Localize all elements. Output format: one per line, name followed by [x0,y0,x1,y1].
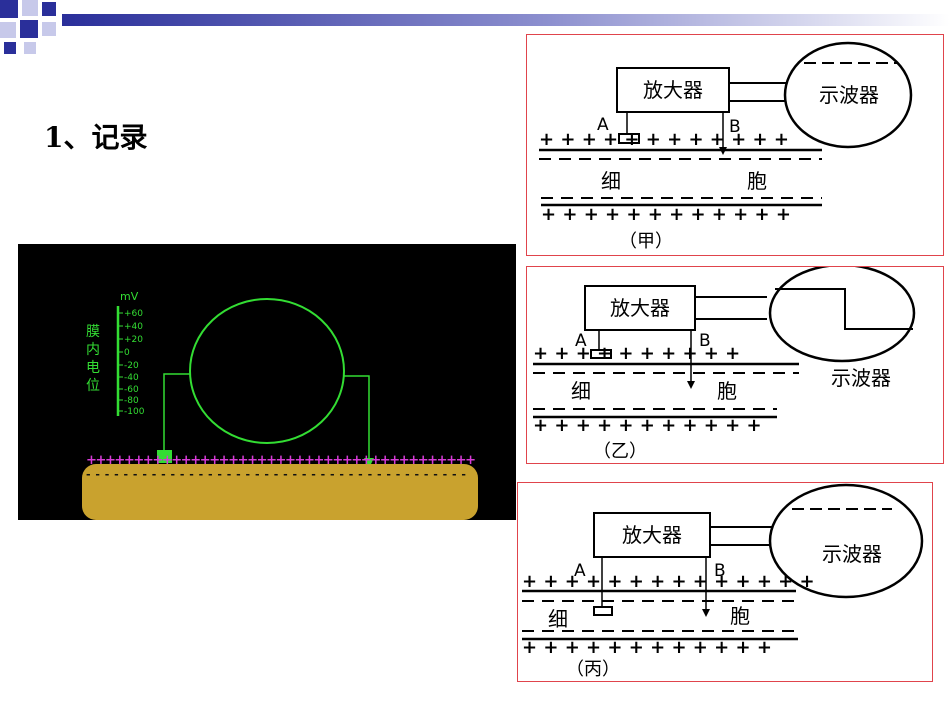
amplifier-box [616,67,730,113]
electrode-b-label: B [729,117,741,137]
diagram-jia: 放大器 示波器 A B + + + + + + + + + + + + 细 胞 … [539,41,913,252]
electrode-b-tip [702,609,710,617]
panel-caption: （甲） [619,231,673,252]
electrode-b-wire [344,375,370,458]
diagram-panel-bing: 放大器 示波器 A B + + + + + + + + + + + + + + … [517,482,933,682]
charge-row: + + + + + + + + + + [533,343,740,364]
tick-label: +60 [124,309,143,319]
electrode-a-label: A [575,331,587,351]
electrode-a-label: A [574,561,586,581]
tick-label: -60 [124,385,139,395]
axis-label-char: 膜 [86,324,100,340]
slide-title: 1、记录 [44,121,148,154]
axis-label-char: 电 [86,360,100,376]
charge-row: + + + + + + + + + + + + [522,637,772,658]
cell-label-left: 细 [601,169,621,193]
tick-label: +20 [124,335,143,345]
tick-label: -100 [124,407,145,417]
tick-label: -40 [124,373,139,383]
diagram-panel-jia: 放大器 示波器 A B + + + + + + + + + + + + 细 胞 … [526,34,944,256]
recording-animation: mV 膜 内 电 位 +60 +40 +20 0 -20 -40 -60 -80… [18,244,516,520]
axis-label-char: 内 [86,342,100,358]
cell-label-left: 细 [548,607,568,631]
cell-label-right: 胞 [747,169,767,193]
axis-label-char: 位 [86,378,100,394]
oscilloscope-circle [189,298,345,444]
tick-label: -20 [124,361,139,371]
electrode-b-tip [687,381,695,389]
tick-label: -80 [124,396,139,406]
charge-row: + + + + + + + + + + + + + + [522,571,815,592]
oscilloscope-circle [783,41,913,149]
recording-scene: mV 膜 内 电 位 +60 +40 +20 0 -20 -40 -60 -80… [82,290,478,520]
electrode-a [590,349,612,359]
cell-label-right: 胞 [730,604,750,628]
diagram-bing: 放大器 示波器 A B + + + + + + + + + + + + + + … [522,483,924,680]
unit-label: mV [120,290,139,303]
tick-label: +40 [124,322,143,332]
charge-row-inner: - - - - - - - - - - - - - - - - - - - - … [86,468,466,481]
electrode-b-label: B [714,561,726,581]
axis-label-group: 膜 内 电 位 [86,324,100,394]
oscilloscope-circle [768,263,916,363]
cell-label-right: 胞 [717,379,737,403]
cell-label-left: 细 [571,379,591,403]
oscilloscope-trace [775,288,913,330]
tick-label: 0 [124,348,130,358]
electrode-b-label: B [699,331,711,351]
amplifier-box [584,285,696,331]
oscilloscope-label: 示波器 [831,366,891,390]
amplifier-label: 放大器 [610,296,670,320]
amplifier-label: 放大器 [643,78,703,102]
oscilloscope-label: 示波器 [822,542,882,566]
panel-caption: （乙） [593,441,647,462]
voltage-ticks: +60 +40 +20 0 -20 -40 -60 -80 -100 [118,309,145,417]
oscilloscope-label: 示波器 [819,83,879,107]
charge-row: + + + + + + + + + + + + [539,129,789,150]
charge-row-top: + + + + + + + + + + + + + + + + + + + + … [86,453,476,468]
panel-caption: （丙） [566,659,620,680]
electrode-b-tip [364,458,374,468]
electrode-a-label: A [597,115,609,135]
electrode-a-wire [163,373,190,452]
amplifier-box [593,512,711,558]
electrode-a [157,450,172,463]
diagram-yi: 放大器 示波器 A B + + + + + + + + + + 细 胞 + + … [533,263,916,462]
nerve-fiber [82,464,478,520]
electrode-a [618,133,640,144]
header-decoration [0,0,950,54]
diagram-panel-yi: 放大器 示波器 A B + + + + + + + + + + 细 胞 + + … [526,263,944,464]
amplifier-label: 放大器 [622,523,682,547]
charge-row: + + + + + + + + + + + + [541,204,791,225]
charge-row: + + + + + + + + + + + [533,415,762,436]
electrode-a [593,606,613,616]
oscilloscope-circle [768,483,924,599]
